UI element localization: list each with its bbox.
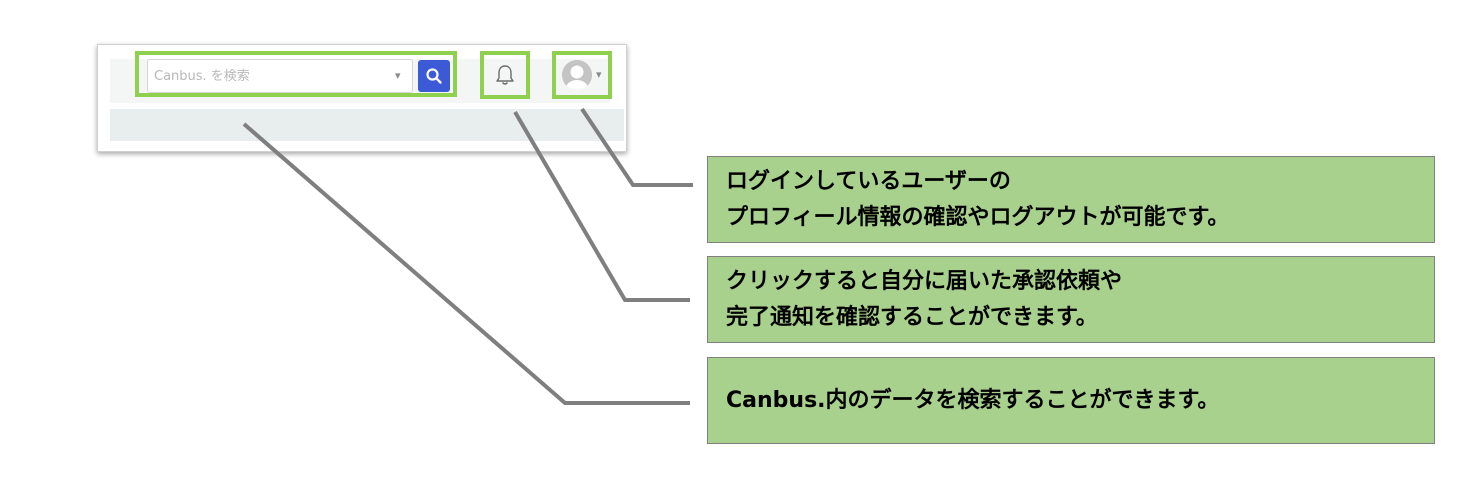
search-button[interactable] — [418, 60, 450, 92]
notification-bell-button[interactable] — [480, 51, 530, 99]
search-dropdown-arrow-icon[interactable]: ▾ — [395, 69, 401, 82]
user-avatar-icon — [562, 60, 592, 90]
callout-search: Canbus.内のデータを検索することができます。 — [707, 357, 1435, 444]
callout-notifications-line2: 完了通知を確認することができます。 — [726, 304, 1098, 330]
connector-notifications — [513, 110, 690, 302]
callout-notifications-line1: クリックすると自分に届いた承認依頼や — [726, 268, 1123, 294]
callout-notifications: クリックすると自分に届いた承認依頼や 完了通知を確認することができます。 — [707, 256, 1435, 343]
callout-profile-line1: ログインしているユーザーの — [726, 168, 1011, 194]
search-input[interactable] — [147, 59, 413, 93]
search-highlight-frame — [135, 51, 457, 97]
bell-icon — [496, 65, 514, 85]
callout-profile-line2: プロフィール情報の確認やログアウトが可能です。 — [726, 204, 1230, 230]
connector-search — [242, 122, 690, 405]
avatar — [562, 60, 592, 90]
profile-caret-icon: ▾ — [596, 68, 602, 81]
connector-profile — [580, 107, 693, 187]
search-box: ▾ — [147, 59, 451, 93]
callout-profile: ログインしているユーザーの プロフィール情報の確認やログアウトが可能です。 — [707, 156, 1435, 243]
search-icon — [426, 68, 442, 84]
profile-menu-button[interactable]: ▾ — [552, 51, 612, 99]
sub-navigation-bar — [110, 109, 624, 141]
callout-search-line1: Canbus.内のデータを検索することができます。 — [726, 387, 1220, 413]
